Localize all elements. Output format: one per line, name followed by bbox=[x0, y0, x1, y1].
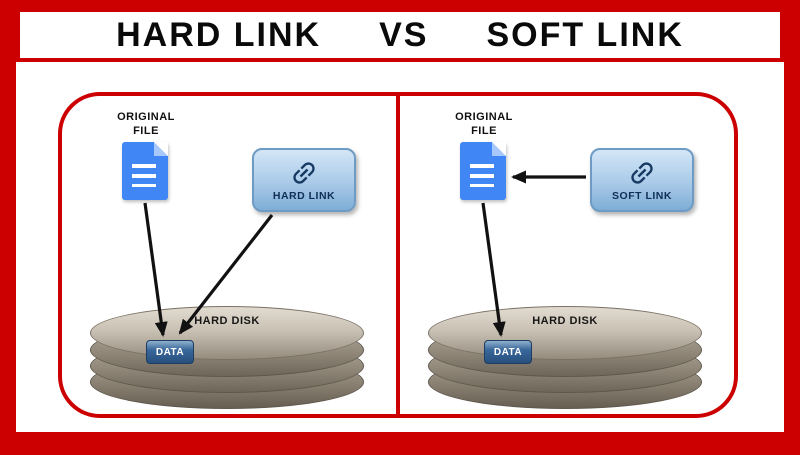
original-file-label-line2: FILE bbox=[133, 125, 159, 138]
hard-link-box-label: HARD LINK bbox=[272, 190, 336, 202]
soft-link-box: SOFT LINK bbox=[590, 148, 694, 212]
original-file-label: ORIGINAL FILE bbox=[438, 110, 530, 139]
chain-link-icon bbox=[631, 162, 653, 184]
disk-platter bbox=[428, 306, 702, 360]
title-soft-link: SOFT LINK bbox=[486, 15, 684, 54]
panel-divider bbox=[396, 96, 400, 414]
chain-link-icon bbox=[293, 162, 315, 184]
hard-disk: HARD DISK DATA bbox=[428, 306, 702, 412]
original-file-label-line2: FILE bbox=[471, 125, 497, 138]
original-file-label-line1: ORIGINAL bbox=[455, 111, 513, 123]
hard-disk: HARD DISK DATA bbox=[90, 306, 364, 412]
soft-link-panel: ORIGINAL FILE SOFT LINK HARD DISK DATA bbox=[400, 96, 734, 414]
soft-link-box-label: SOFT LINK bbox=[612, 190, 672, 202]
document-lines-icon bbox=[470, 164, 494, 187]
data-block: DATA bbox=[484, 340, 532, 364]
title-hard-link: HARD LINK bbox=[116, 15, 322, 54]
title-vs: VS bbox=[379, 15, 429, 54]
title-bar: HARD LINK VS SOFT LINK bbox=[16, 8, 784, 62]
data-block: DATA bbox=[146, 340, 194, 364]
original-file-label: ORIGINAL FILE bbox=[100, 110, 192, 139]
document-lines-icon bbox=[132, 164, 156, 187]
original-file-label-line1: ORIGINAL bbox=[117, 111, 175, 123]
document-icon bbox=[460, 142, 506, 200]
hard-link-panel: ORIGINAL FILE HARD LINK HARD DISK DATA bbox=[62, 96, 396, 414]
hard-link-box: HARD LINK bbox=[252, 148, 356, 212]
diagram-container: ORIGINAL FILE HARD LINK HARD DISK DATA bbox=[58, 92, 738, 418]
document-icon bbox=[122, 142, 168, 200]
hard-disk-label: HARD DISK bbox=[194, 315, 260, 327]
hard-disk-label: HARD DISK bbox=[532, 315, 598, 327]
